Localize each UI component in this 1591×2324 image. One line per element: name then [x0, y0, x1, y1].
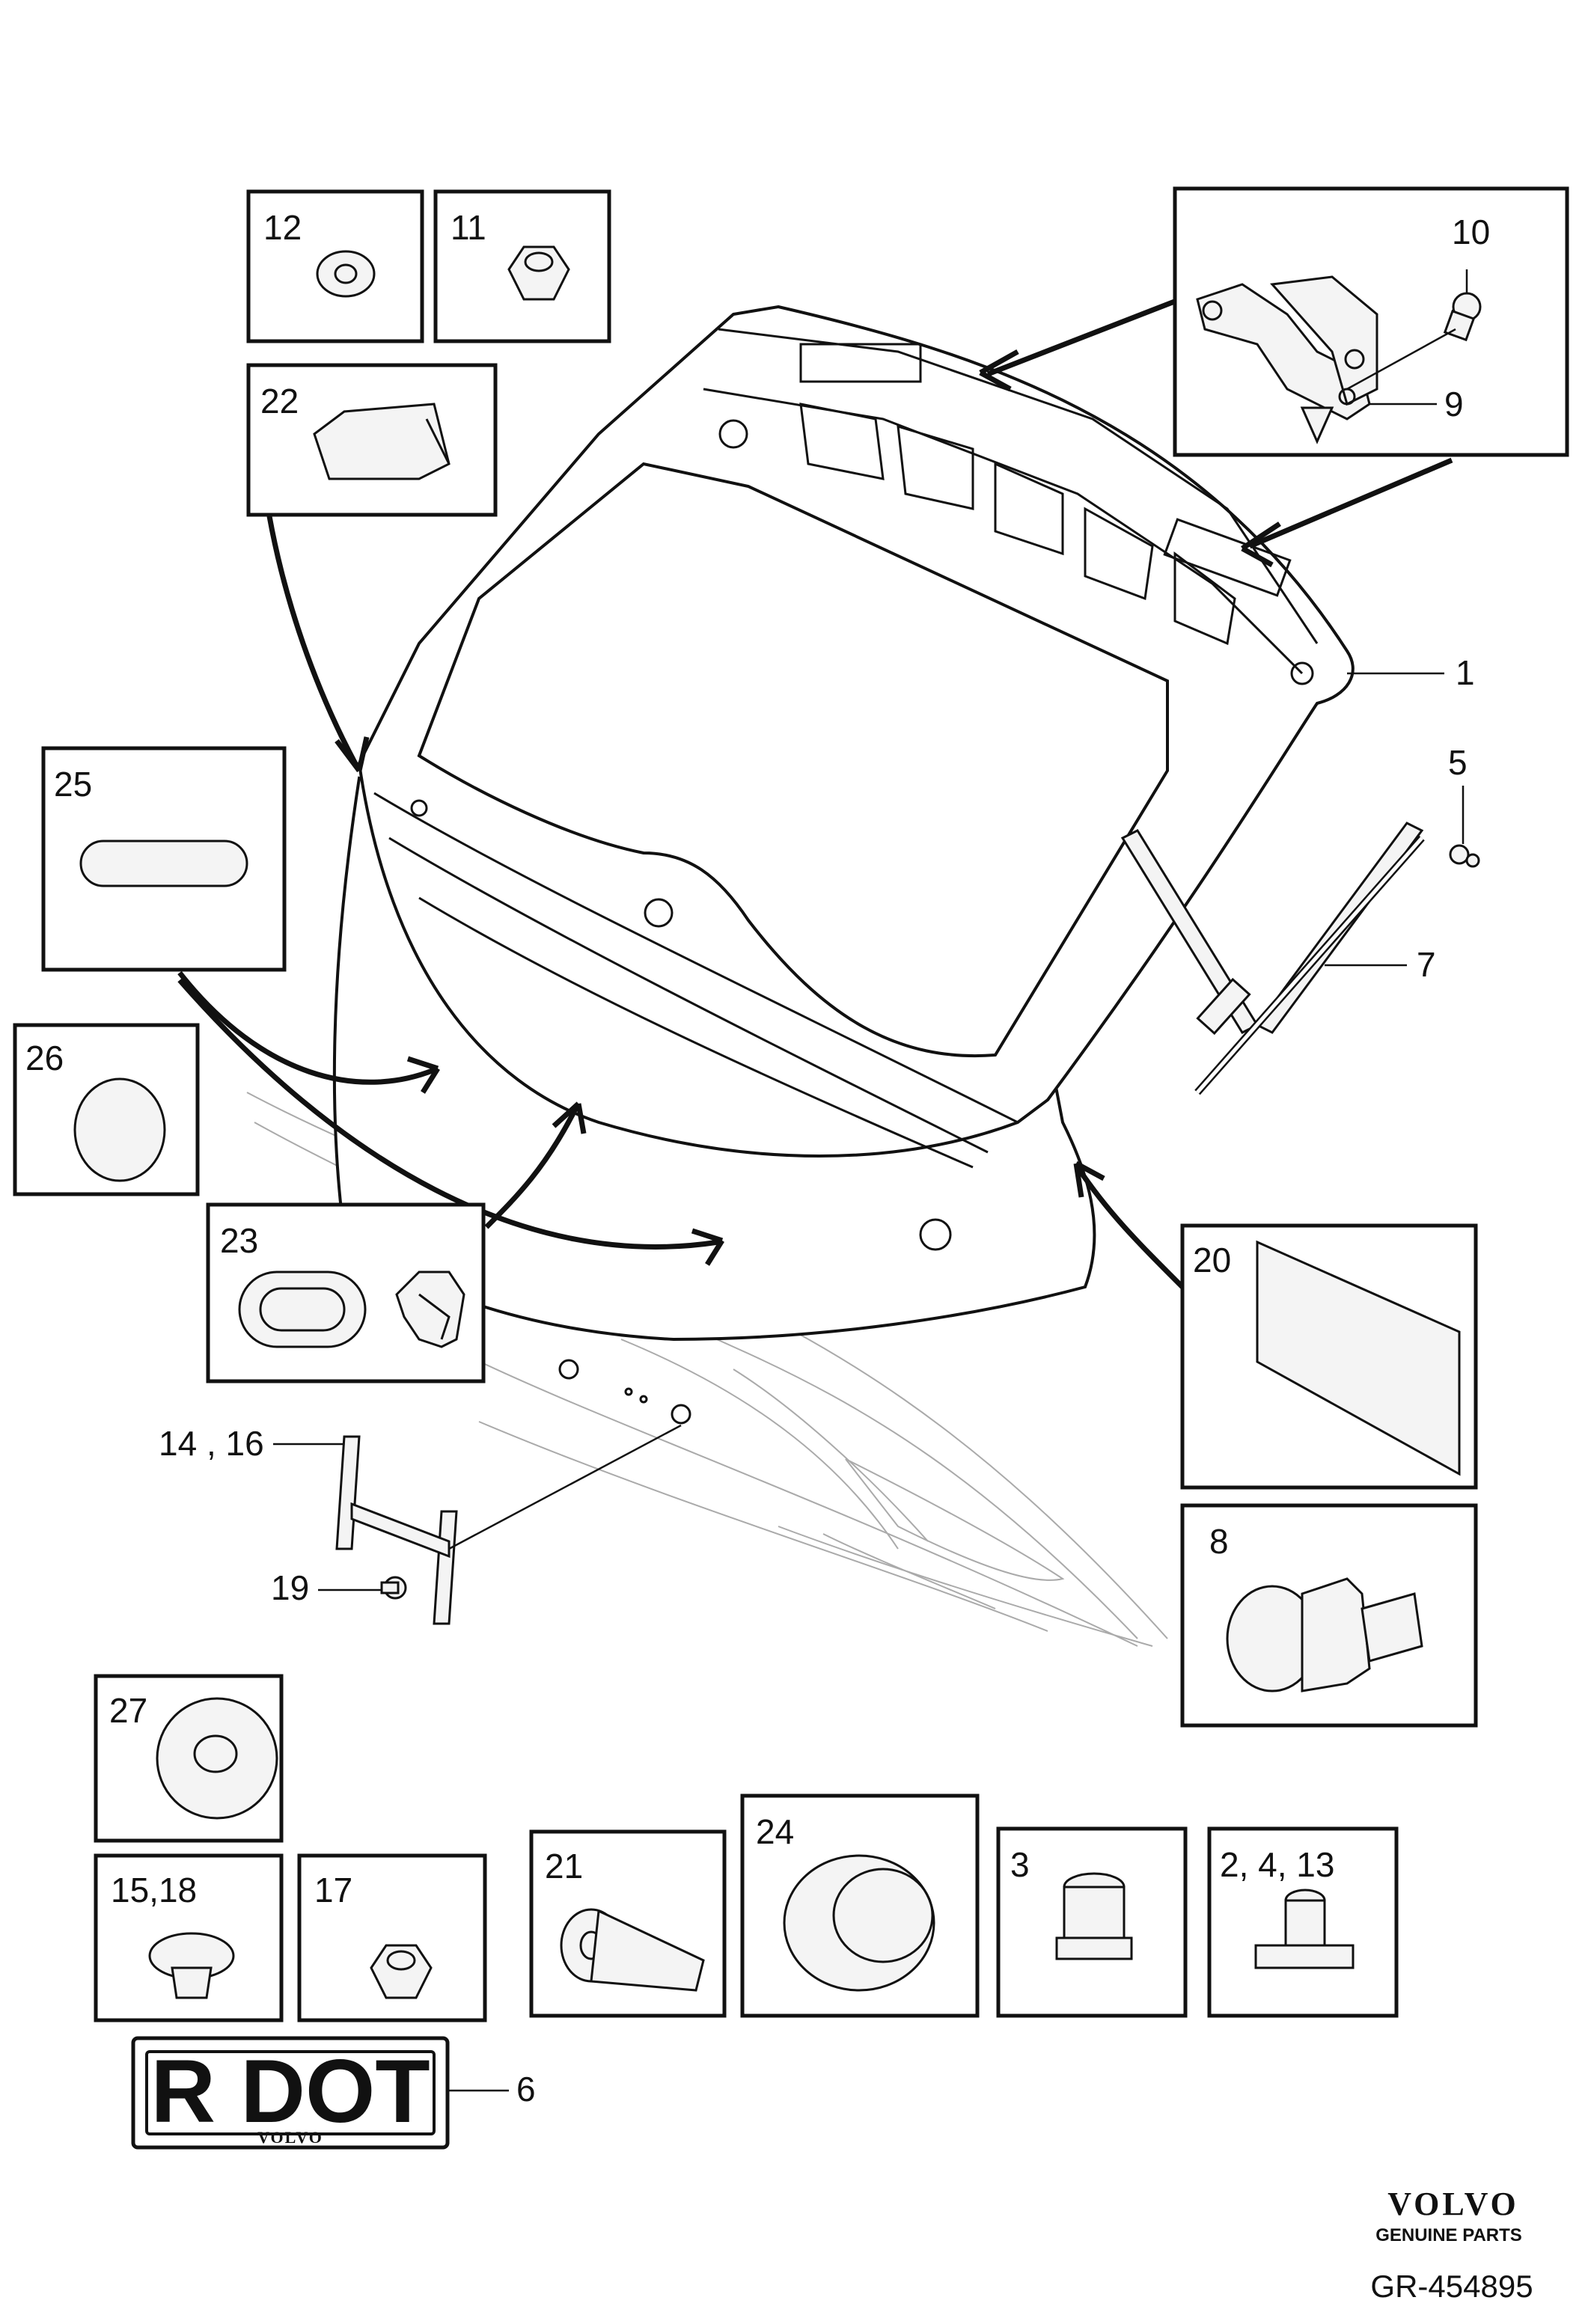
hinge-part — [1196, 275, 1378, 444]
header-pockets — [799, 403, 1236, 646]
callout-6: 6 — [516, 2070, 536, 2109]
box-25-label: 25 — [54, 765, 92, 804]
label-plate-6: R DOT VOLVO — [131, 2036, 450, 2150]
box-23-label: 23 — [220, 1221, 258, 1260]
connector-2-4-13 — [1254, 1889, 1355, 1969]
volvo-logo: VOLVO GENUINE PARTS — [1375, 2186, 1522, 2245]
box-21-label: 21 — [545, 1847, 583, 1886]
callout-10: 10 — [1452, 212, 1490, 251]
nut-11 — [507, 245, 570, 301]
box-11-label: 11 — [451, 208, 486, 247]
box-26-label: 26 — [25, 1039, 64, 1077]
bulb-socket-8 — [1226, 1577, 1423, 1692]
tape-roll-21 — [560, 1908, 705, 1992]
callout-1: 1 — [1456, 653, 1475, 692]
washer-12 — [316, 250, 376, 298]
grommet-27 — [156, 1697, 278, 1820]
callout-5: 5 — [1448, 743, 1468, 782]
clip-15-18 — [148, 1932, 235, 1999]
box-8-label: 8 — [1209, 1522, 1229, 1561]
genuine-parts: GENUINE PARTS — [1375, 2225, 1522, 2245]
pad-22 — [313, 403, 451, 480]
nut-17 — [370, 1944, 433, 1999]
diagram-reference: GR-454895 — [1370, 2269, 1533, 2304]
screw-19 — [380, 1576, 407, 1600]
box-3-label: 3 — [1010, 1845, 1030, 1884]
gas-strut-7 — [1194, 835, 1425, 1095]
box-20-label: 20 — [1193, 1241, 1231, 1279]
callout-9: 9 — [1444, 385, 1464, 423]
grommet-24 — [783, 1854, 935, 1992]
bracket-14-16 — [335, 1424, 682, 1625]
pointer-arrows — [177, 293, 1453, 1289]
tailgate-assembly — [332, 305, 1355, 1425]
callout-7: 7 — [1417, 945, 1436, 984]
bushing-3 — [1055, 1872, 1133, 1960]
box-27-label: 27 — [109, 1691, 147, 1730]
oval-plug-25 — [79, 840, 248, 887]
label-plate-text: R DOT — [150, 2041, 430, 2141]
box-24-label: 24 — [756, 1812, 794, 1851]
box-12-label: 12 — [263, 208, 302, 247]
box-15-18-label: 15,18 — [111, 1871, 197, 1909]
callout-19: 19 — [271, 1568, 309, 1607]
sheet-20 — [1256, 1240, 1461, 1476]
box-2-4-13-label: 2, 4, 13 — [1220, 1845, 1334, 1884]
cap-26 — [73, 1077, 166, 1182]
volvo-brand: VOLVO — [1387, 2186, 1519, 2222]
label-plate-brand: VOLVO — [257, 2128, 323, 2147]
box-22-label: 22 — [260, 382, 299, 421]
ball-pin-5 — [1449, 844, 1480, 868]
grommet-23 — [238, 1270, 367, 1348]
clip-23 — [395, 1270, 465, 1348]
box-17-label: 17 — [314, 1871, 352, 1909]
callout-14-16: 14 , 16 — [159, 1424, 264, 1463]
